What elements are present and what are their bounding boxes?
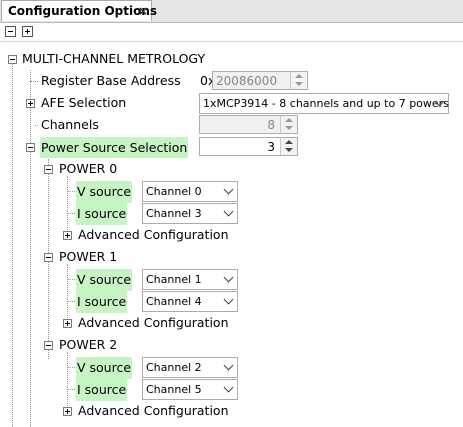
expand-power-2-advanced-icon[interactable]: [63, 407, 72, 416]
power-0-v-source-dropdown[interactable]: Channel 0: [142, 181, 238, 202]
power-0-i-source-label: I source: [76, 203, 128, 225]
expand-all-button[interactable]: [22, 26, 33, 37]
root-node-label: MULTI-CHANNEL METROLOGY: [22, 51, 206, 66]
power-2-v-source-value: Channel 2: [146, 361, 202, 374]
tree-line: [67, 176, 68, 236]
address-prefix: 0x: [200, 73, 216, 88]
register-base-address-value: 20086000: [216, 74, 278, 88]
power-0-advanced-configuration: Advanced Configuration: [78, 227, 229, 242]
collapse-power-source-icon[interactable]: [26, 143, 35, 152]
collapse-power-2-icon[interactable]: [44, 341, 53, 350]
channels-field: 8: [199, 115, 298, 134]
afe-selection-value: 1xMCP3914 - 8 channels and up to 7 power…: [203, 97, 449, 110]
chevron-down-icon: [223, 184, 234, 195]
collapse-root-icon[interactable]: [8, 55, 17, 64]
collapse-power-0-icon[interactable]: [44, 165, 53, 174]
tree-line: [67, 301, 77, 302]
power-0-v-source-label: V source: [76, 181, 133, 203]
power-source-spinner-icon[interactable]: [280, 138, 297, 155]
power-1-i-source-value: Channel 4: [146, 295, 202, 308]
power-1-advanced-configuration: Advanced Configuration: [78, 315, 229, 330]
chevron-down-icon: [223, 272, 234, 283]
tree-line: [67, 279, 77, 280]
tree-line: [67, 213, 77, 214]
power-0-i-source-value: Channel 3: [146, 207, 202, 220]
register-base-address-field: 20086000: [212, 71, 308, 90]
power-1-i-source-label: I source: [76, 291, 128, 313]
power-1-label: POWER 1: [59, 249, 118, 264]
expand-power-1-advanced-icon[interactable]: [63, 319, 72, 328]
tree-line: [30, 70, 31, 427]
power-1-i-source-dropdown[interactable]: Channel 4: [142, 291, 238, 312]
channels-spinner-icon: [280, 116, 297, 133]
power-2-v-source-label: V source: [76, 357, 133, 379]
register-base-address-label: Register Base Address: [41, 73, 181, 88]
chevron-down-icon: [223, 382, 234, 393]
tree-line: [67, 367, 77, 368]
power-source-selection-label: Power Source Selection: [40, 137, 189, 158]
expand-afe-selection-icon[interactable]: [26, 99, 35, 108]
chevron-down-icon: [223, 360, 234, 371]
address-spinner-icon: [290, 72, 307, 89]
channels-label: Channels: [41, 117, 99, 132]
tree-line: [67, 191, 77, 192]
tree-line: [30, 81, 38, 82]
power-source-selection-field[interactable]: 3: [199, 137, 298, 156]
power-0-i-source-dropdown[interactable]: Channel 3: [142, 203, 238, 224]
power-1-v-source-value: Channel 1: [146, 273, 202, 286]
tab-title: Configuration Options: [8, 4, 158, 18]
collapse-power-1-icon[interactable]: [44, 253, 53, 262]
tree-line: [12, 64, 13, 427]
power-source-selection-value: 3: [267, 140, 275, 154]
power-0-label: POWER 0: [59, 161, 118, 176]
afe-selection-label: AFE Selection: [41, 95, 127, 110]
close-icon[interactable]: ×: [138, 4, 149, 18]
collapse-all-button[interactable]: [5, 26, 16, 37]
tree-line: [67, 389, 77, 390]
power-2-i-source-dropdown[interactable]: Channel 5: [142, 379, 238, 400]
chevron-down-icon: [223, 294, 234, 305]
afe-selection-dropdown[interactable]: 1xMCP3914 - 8 channels and up to 7 power…: [199, 93, 449, 114]
channels-value: 8: [267, 118, 275, 132]
power-1-v-source-label: V source: [76, 269, 133, 291]
power-2-v-source-dropdown[interactable]: Channel 2: [142, 357, 238, 378]
tab-configuration-options[interactable]: Configuration Options ×: [1, 0, 157, 21]
power-2-i-source-label: I source: [76, 379, 128, 401]
toolbar-divider: [0, 41, 463, 42]
tree-line: [67, 264, 68, 324]
power-0-v-source-value: Channel 0: [146, 185, 202, 198]
chevron-down-icon: [223, 206, 234, 217]
expand-power-0-advanced-icon[interactable]: [63, 231, 72, 240]
power-2-advanced-configuration: Advanced Configuration: [78, 403, 229, 418]
tree-line: [67, 352, 68, 412]
power-1-v-source-dropdown[interactable]: Channel 1: [142, 269, 238, 290]
power-2-i-source-value: Channel 5: [146, 383, 202, 396]
tree-line: [35, 125, 38, 126]
power-2-label: POWER 2: [59, 337, 118, 352]
